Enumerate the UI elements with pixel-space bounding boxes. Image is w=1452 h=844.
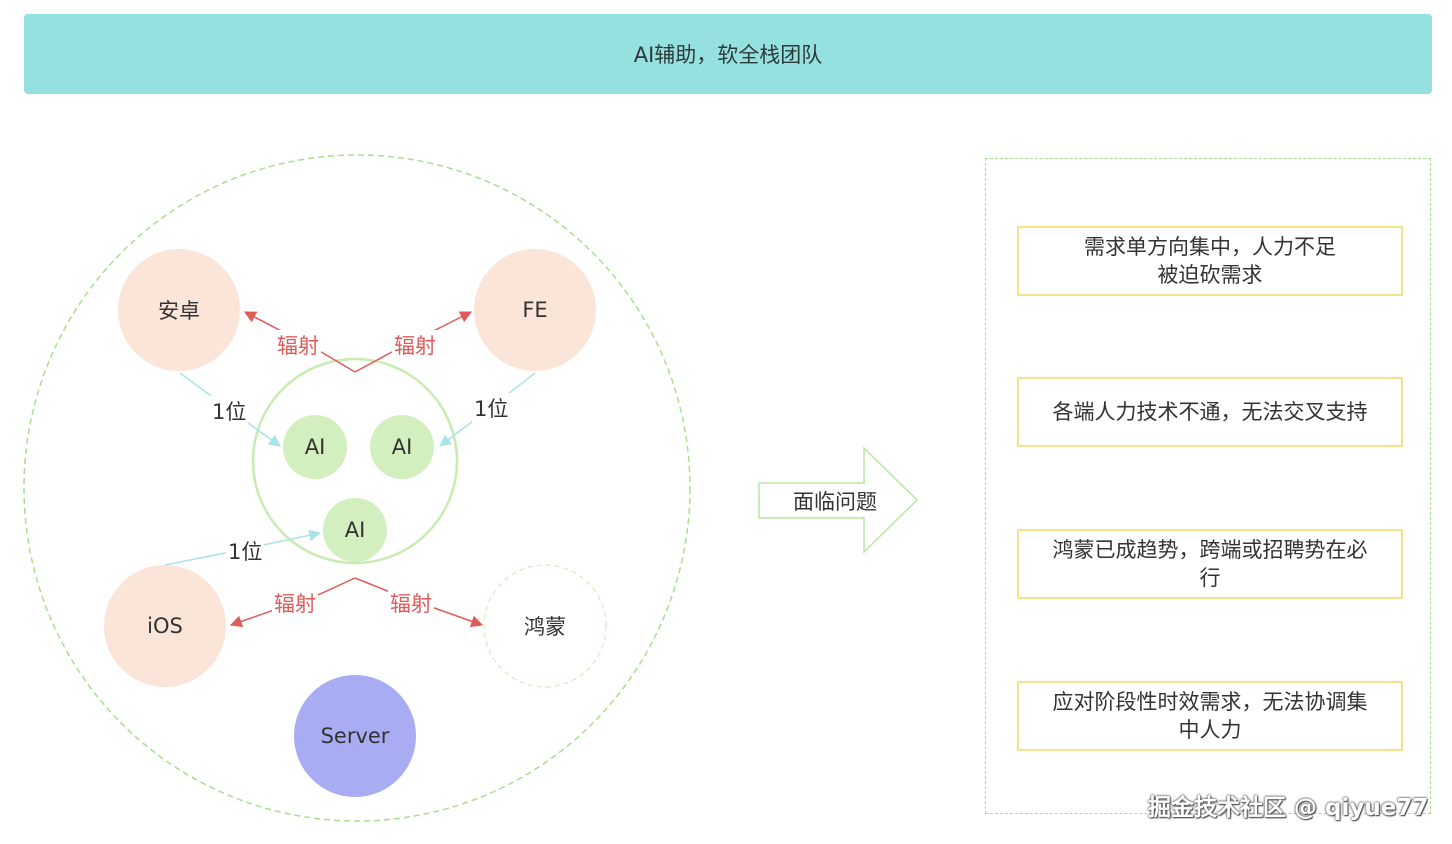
ios-node[interactable]	[104, 565, 226, 687]
problem-1-line-2: 被迫砍需求	[1157, 263, 1263, 287]
server-label: Server	[320, 724, 390, 748]
problem-4-line-1: 应对阶段性时效需求，无法协调集	[1052, 690, 1368, 714]
problem-1-line-1: 需求单方向集中，人力不足	[1084, 235, 1336, 259]
radiate-edge-android	[243, 311, 356, 373]
ai-group-circle	[251, 357, 459, 565]
ai-node-right[interactable]	[370, 415, 434, 479]
team-boundary-circle	[23, 154, 691, 822]
one-label-fe: 1位	[472, 393, 511, 423]
android-label: 安卓	[158, 299, 200, 323]
ai-label-right: AI	[391, 435, 413, 459]
harmony-label: 鸿蒙	[524, 615, 566, 639]
ai-label-bottom: AI	[344, 518, 366, 542]
problem-3-line-1: 鸿蒙已成趋势，跨端或招聘势在必	[1052, 538, 1368, 562]
ai-node-bottom[interactable]	[323, 498, 387, 562]
one-label-android: 1位	[210, 396, 249, 426]
problem-box-2: 各端人力技术不通，无法交叉支持	[1017, 377, 1403, 447]
fe-label: FE	[522, 298, 548, 322]
radiate-label-fe: 辐射	[392, 330, 438, 360]
title-text: AI辅助，软全栈团队	[633, 43, 823, 67]
problem-3-line-2: 行	[1199, 566, 1221, 590]
watermark: 掘金技术社区 @ qiyue77	[1148, 795, 1429, 821]
problems-panel	[985, 158, 1431, 814]
radiate-label-harmony: 辐射	[388, 588, 434, 618]
android-node[interactable]	[118, 249, 240, 371]
ai-node-left[interactable]	[283, 415, 347, 479]
ios-label: iOS	[147, 614, 183, 638]
problem-box-4: 应对阶段性时效需求，无法协调集 中人力	[1017, 681, 1403, 751]
problem-2-line-1: 各端人力技术不通，无法交叉支持	[1052, 400, 1368, 424]
radiate-label-ios: 辐射	[272, 588, 318, 618]
problems-arrow[interactable]	[758, 446, 919, 554]
ai-label-left: AI	[304, 435, 326, 459]
fe-node[interactable]	[474, 249, 596, 371]
radiate-edge-ios	[229, 577, 356, 628]
server-node[interactable]	[294, 675, 416, 797]
problems-arrow-label: 面临问题	[793, 490, 877, 514]
title-banner: AI辅助，软全栈团队	[24, 14, 1432, 94]
problem-box-3: 鸿蒙已成趋势，跨端或招聘势在必 行	[1017, 529, 1403, 599]
one-label-ios: 1位	[226, 536, 265, 566]
radiate-label-android: 辐射	[275, 330, 321, 360]
harmony-node[interactable]	[483, 564, 607, 688]
problem-box-1: 需求单方向集中，人力不足 被迫砍需求	[1017, 226, 1403, 296]
problem-4-line-2: 中人力	[1178, 718, 1242, 742]
radiate-edge-fe	[354, 311, 473, 373]
